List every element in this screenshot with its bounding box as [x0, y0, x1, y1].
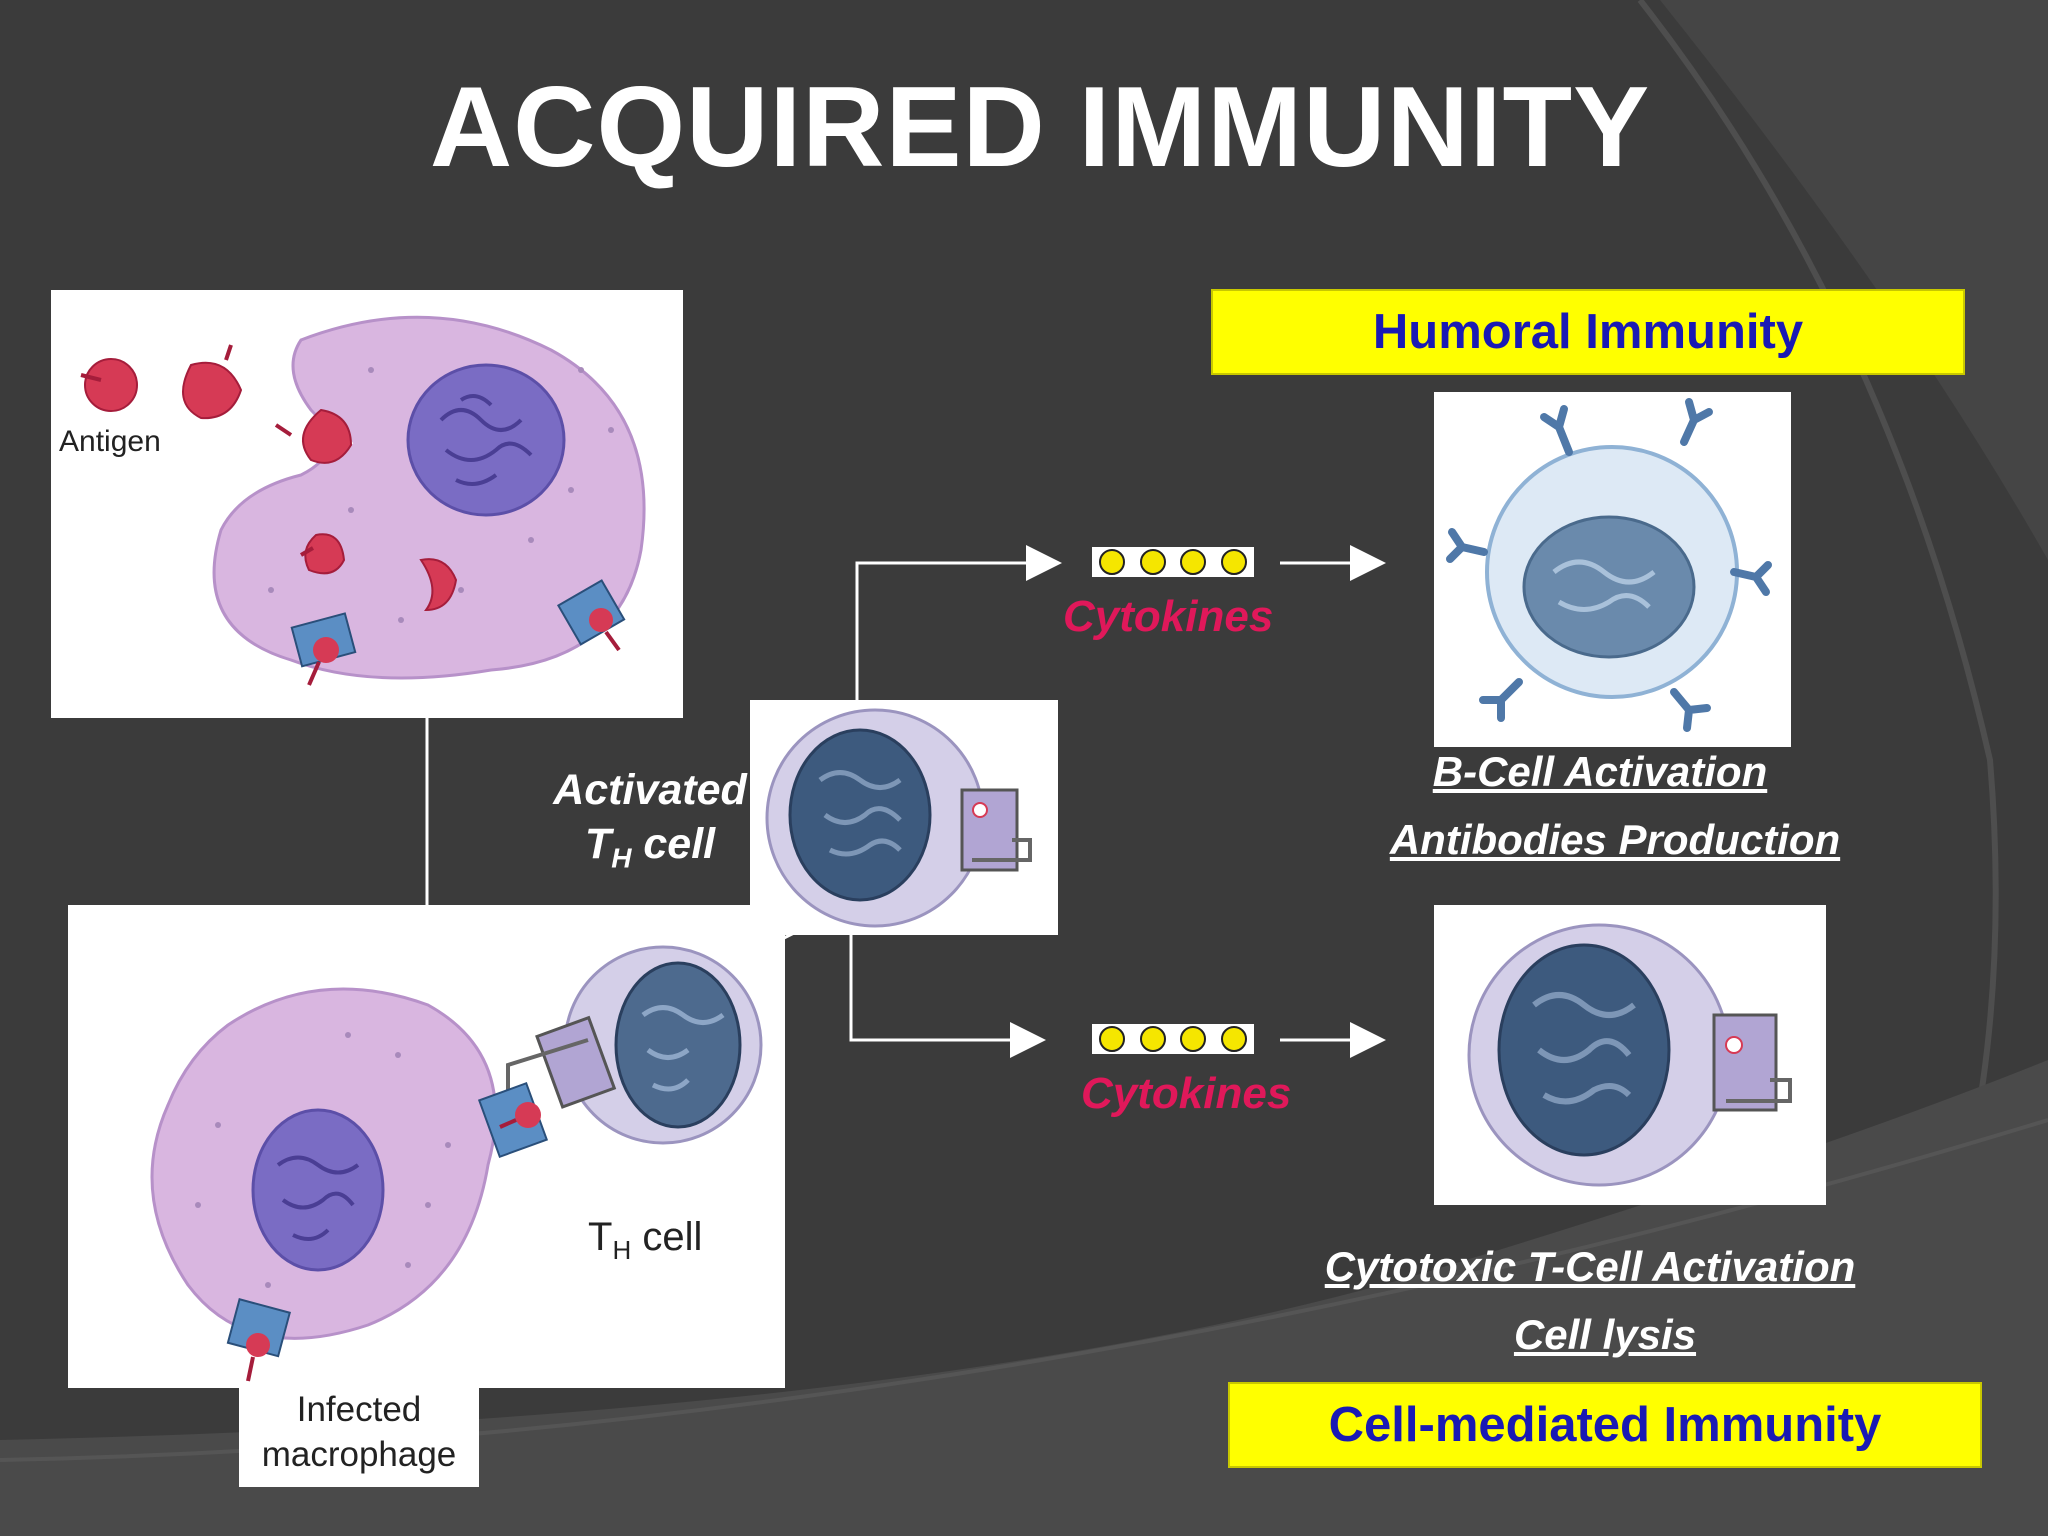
page-title: ACQUIRED IMMUNITY	[429, 64, 1651, 191]
activated-sub: H	[611, 842, 632, 874]
activated-t: T	[584, 820, 612, 868]
activated-label-line2: TH cell	[550, 817, 750, 886]
cytokine-dot	[1180, 549, 1207, 575]
cytokines-top-label: Cytokines	[1063, 592, 1274, 641]
humoral-immunity-box: Humoral Immunity	[1211, 289, 1965, 375]
cytotoxic-t-cell-panel	[1434, 905, 1826, 1205]
cytokine-dot	[1099, 549, 1126, 575]
macrophage-antigen-panel: Antigen	[51, 290, 683, 718]
antigen-label: Antigen	[59, 425, 161, 458]
cell-mediated-immunity-box: Cell-mediated Immunity	[1228, 1382, 1982, 1468]
b-cell-illustration	[1446, 398, 1772, 732]
cytokine-dot	[1139, 1026, 1166, 1052]
activated-cell: cell	[631, 820, 716, 868]
antibodies-production-label: Antibodies Production	[1389, 816, 1841, 863]
cytokine-dot	[1220, 549, 1247, 575]
infected-macrophage-illustration	[150, 945, 763, 1382]
cytokine-dot	[1220, 1026, 1247, 1052]
infected-line2: macrophage	[261, 1435, 457, 1474]
macrophage-illustration	[80, 315, 646, 686]
activated-th-cell-panel	[750, 700, 1058, 935]
cytokine-dot	[1180, 1026, 1207, 1052]
infected-macrophage-label: Infected macrophage	[239, 1385, 479, 1487]
cytokines-bottom-dots	[1092, 1024, 1254, 1054]
cytotoxic-t-cell-illustration	[1467, 923, 1792, 1187]
cytokines-bottom-label: Cytokines	[1081, 1069, 1292, 1118]
b-cell-panel	[1434, 392, 1791, 747]
infected-line1: Infected	[296, 1390, 422, 1429]
activated-th-cell-label: Activated TH cell	[550, 763, 750, 886]
infected-macrophage-panel: TH cell	[68, 905, 785, 1388]
th-cell: cell	[631, 1215, 703, 1259]
cytokine-dot	[1139, 549, 1166, 575]
cell-lysis-label: Cell lysis	[1513, 1311, 1697, 1358]
cytotoxic-activation-label: Cytotoxic T-Cell Activation	[1324, 1243, 1856, 1290]
th-t: T	[588, 1215, 613, 1259]
cytokines-top-dots	[1092, 547, 1254, 577]
b-cell-activation-label: B-Cell Activation	[1432, 748, 1768, 795]
activated-th-cell-illustration	[765, 708, 1032, 928]
activated-label-line1: Activated	[553, 766, 747, 814]
cytokine-dot	[1099, 1026, 1126, 1052]
th-sub: H	[612, 1235, 632, 1265]
th-cell-label: TH cell	[588, 1215, 702, 1266]
